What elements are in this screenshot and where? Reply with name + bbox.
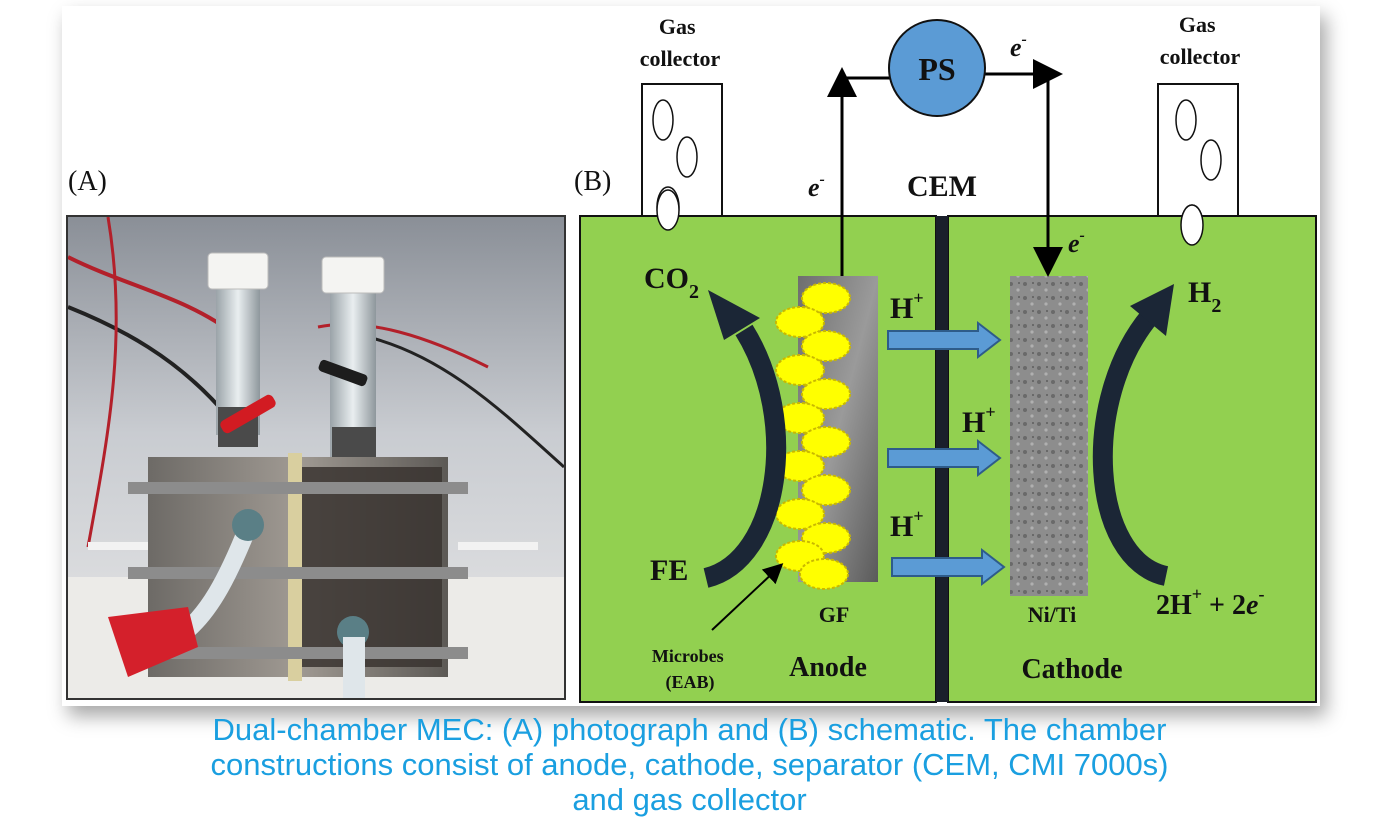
caption-line: Dual-chamber MEC: (A) photograph and (B)… [212, 712, 1167, 747]
microbe-cell [775, 354, 825, 386]
caption-line: constructions consist of anode, cathode,… [210, 747, 1169, 782]
gas-collector-right-label: Gas collector [1160, 12, 1241, 69]
microbe-cell [775, 306, 825, 338]
proton-transport-arrow [887, 320, 1002, 360]
membrane-label: CEM [907, 170, 977, 203]
cathode-tube-cap [321, 256, 385, 294]
gas-bubble [676, 136, 698, 178]
cathode-material-label: Ni/Ti [1028, 602, 1077, 627]
feed-label: FE [650, 554, 688, 587]
proton-label: H+ [890, 506, 924, 543]
proton-transport-arrow [891, 547, 1006, 587]
schematic-panel-label: (B) [574, 166, 612, 197]
tie-rod [128, 482, 468, 494]
red-valve [108, 607, 198, 677]
red-wire [86, 217, 118, 548]
electron-label-anode: e- [808, 171, 825, 202]
co2-label: CO2 [644, 262, 699, 303]
cathode-chamber [947, 215, 1317, 703]
proton-transport-arrow [887, 438, 1002, 478]
outlet-tubing [343, 637, 365, 698]
microbe-cell [801, 426, 851, 458]
anode-label: Anode [789, 652, 867, 683]
microbes-label: Microbes (EAB) [652, 646, 728, 693]
proton-arrows [887, 320, 1006, 587]
niti-cathode [1010, 276, 1088, 596]
electron-label-cathode: e- [1068, 227, 1085, 258]
figure-caption: Dual-chamber MEC: (A) photograph and (B)… [0, 712, 1379, 817]
red-alligator-clip [220, 394, 276, 434]
mec-schematic: PS Gas collector Gas collector e- e- e- … [579, 12, 1317, 703]
gas-collector-right [1157, 83, 1239, 219]
gas-bubble [1200, 139, 1222, 181]
black-alligator-clip [318, 359, 368, 387]
microbe-cell [799, 558, 849, 590]
co2-arrowhead [708, 290, 760, 340]
microbe-cluster [775, 282, 851, 590]
microbe-pointer-arrow [711, 563, 784, 631]
hydrogen-evolution-arrow [1092, 309, 1169, 586]
power-supply [888, 19, 986, 117]
anode-tube-cap [207, 252, 269, 290]
black-wire [367, 335, 564, 469]
gas-bubble [652, 99, 674, 141]
microbe-cell [801, 282, 851, 314]
anode-chamber [579, 215, 937, 703]
electrode-rod [88, 542, 148, 550]
cathode-label: Cathode [1021, 654, 1122, 685]
microbe-cell [801, 330, 851, 362]
microbe-cell [801, 378, 851, 410]
microbe-cell [801, 474, 851, 506]
proton-label: H+ [890, 288, 924, 325]
photo-panel-label: (A) [68, 166, 107, 197]
inlet-port [232, 509, 264, 541]
caption-line: and gas collector [572, 782, 807, 817]
proton-label: H+ [962, 402, 996, 439]
black-wire [68, 305, 230, 419]
power-supply-label: PS [918, 51, 955, 87]
electrode-rod [458, 542, 538, 550]
mec-photo-drawing [68, 217, 564, 698]
gas-bubble [1180, 204, 1204, 246]
anode-material-label: GF [819, 602, 850, 627]
h2-arrowhead [1130, 284, 1174, 336]
gas-bubble [1175, 99, 1197, 141]
h2-label: H2 [1188, 276, 1221, 317]
cathode-reaction-label: 2H+ + 2e- [1156, 584, 1264, 621]
gas-bubble [656, 189, 680, 231]
gas-collector-left-label: Gas collector [640, 14, 721, 71]
electron-label-top: e- [1010, 31, 1027, 62]
substrate-oxidation-arrow [702, 324, 787, 588]
tie-rod [128, 567, 468, 579]
tie-rod [128, 647, 468, 659]
mec-photograph [66, 215, 566, 700]
